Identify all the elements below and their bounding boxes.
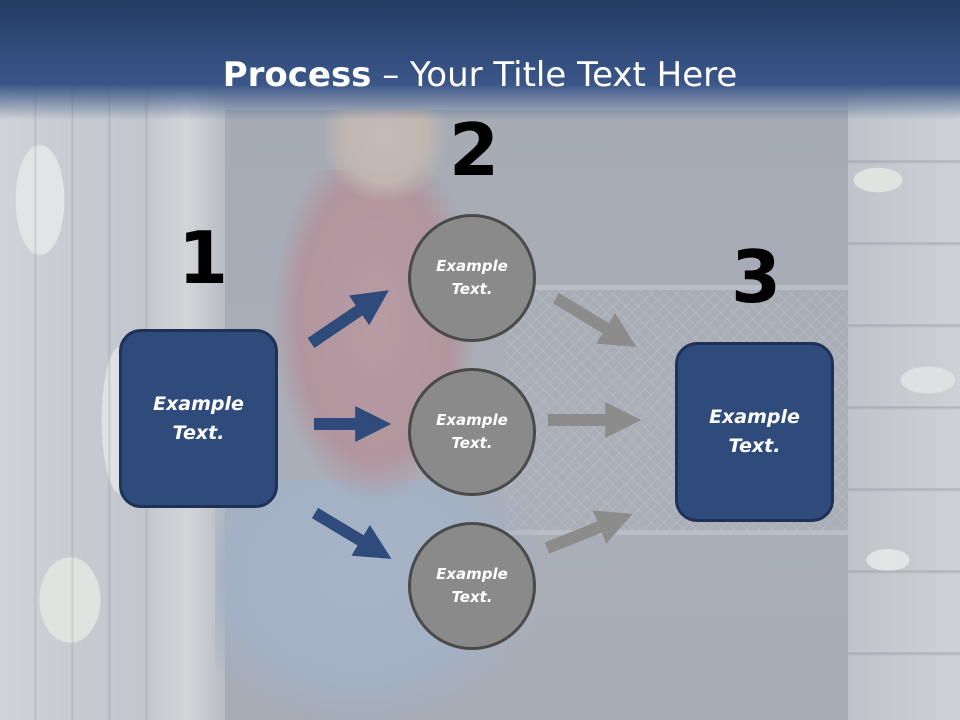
step-2-circle-bottom: Example Text.	[408, 522, 536, 650]
step-2-circle-top: Example Text.	[408, 214, 536, 342]
step-2-circle-middle: Example Text.	[408, 368, 536, 496]
step-number-2: 2	[449, 108, 500, 192]
step-3-box: Example Text.	[675, 342, 834, 522]
title-bold: Process	[222, 55, 372, 95]
title-rest: – Your Title Text Here	[371, 55, 738, 95]
background-wall-right	[848, 0, 960, 720]
step-3-label: Example Text.	[709, 406, 800, 457]
step-number-1: 1	[178, 216, 229, 300]
step-2-circle-label: Example Text.	[436, 411, 508, 452]
title-band	[0, 0, 960, 120]
step-2-circle-label: Example Text.	[436, 257, 508, 298]
step-number-3: 3	[731, 235, 782, 319]
step-1-label: Example Text.	[153, 392, 244, 444]
step-2-circle-label: Example Text.	[436, 565, 508, 606]
slide-title: Process – Your Title Text Here	[0, 52, 960, 98]
background-person-head	[325, 110, 445, 200]
step-1-box: Example Text.	[119, 329, 278, 508]
